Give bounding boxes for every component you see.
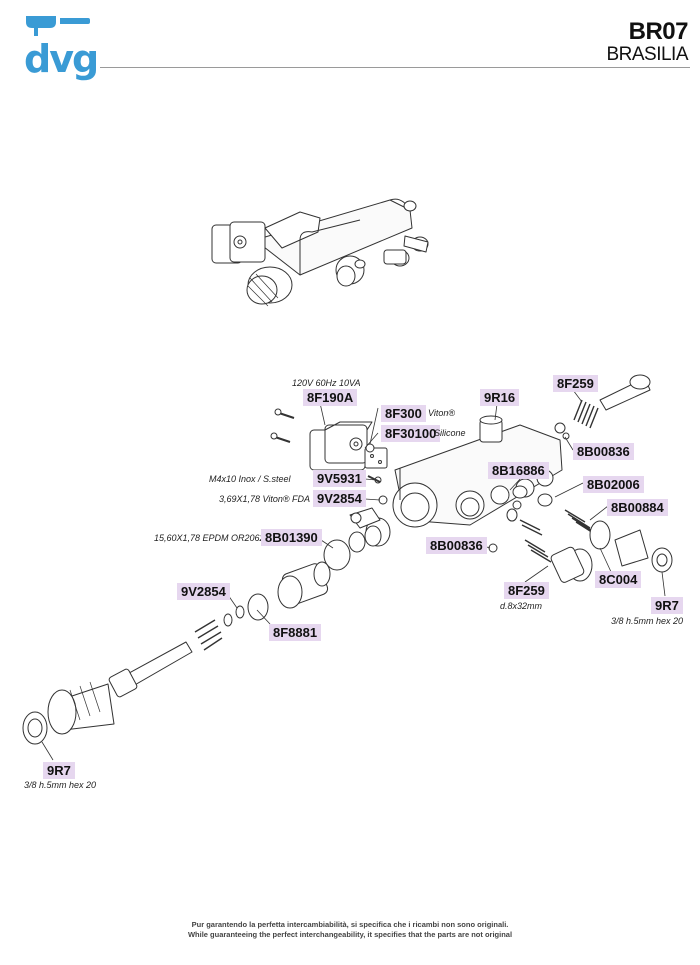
inlet-fittings bbox=[194, 507, 391, 651]
part-label-9V5931: 9V5931 bbox=[313, 470, 366, 487]
part-note-8B01390: 15,60X1,78 EPDM OR2062 bbox=[154, 533, 265, 543]
part-label-8B00836-right: 8B00836 bbox=[573, 443, 634, 460]
part-label-8B02006: 8B02006 bbox=[583, 476, 644, 493]
part-label-8B01390: 8B01390 bbox=[261, 529, 322, 546]
disclaimer-english: While guaranteeing the perfect interchan… bbox=[187, 930, 513, 939]
disclaimer-italian: Pur garantendo la perfetta intercambiabi… bbox=[191, 920, 509, 929]
model-code: BR07 bbox=[628, 18, 689, 45]
part-label-8F259-lower: 8F259 bbox=[504, 582, 549, 599]
part-note-9R7-right: 3/8 h.5mm hex 20 bbox=[611, 616, 684, 626]
part-label-9R7-right: 9R7 bbox=[651, 597, 683, 614]
main-valve-body bbox=[392, 424, 563, 528]
model-name: BRASILIA bbox=[606, 44, 688, 65]
part-label-9V2854-lower: 9V2854 bbox=[177, 583, 230, 600]
footer-disclaimer: Pur garantendo la perfetta intercambiabi… bbox=[0, 920, 700, 940]
header-divider bbox=[100, 67, 690, 68]
part-label-8B16886: 8B16886 bbox=[488, 462, 549, 479]
part-note-8F259-lower: d.8x32mm bbox=[500, 601, 543, 611]
part-note-8F30100: Silicone bbox=[434, 428, 466, 438]
part-label-8F259-top: 8F259 bbox=[553, 375, 598, 392]
part-label-8B00836-center: 8B00836 bbox=[426, 537, 487, 554]
long-tube-fitting bbox=[22, 641, 193, 745]
part-label-8C004: 8C004 bbox=[595, 571, 642, 588]
part-label-8F190A: 8F190A bbox=[303, 389, 358, 406]
part-note-9V2854: 3,69X1,78 Viton® FDA bbox=[219, 494, 311, 504]
assembled-valve-group bbox=[211, 198, 429, 307]
part-label-8F30100: 8F30100 bbox=[381, 425, 441, 442]
part-label-9V2854: 9V2854 bbox=[313, 490, 366, 507]
leader-lines bbox=[41, 389, 666, 761]
part-note-8F190A: 120V 60Hz 10VA bbox=[292, 378, 361, 388]
logo-wordmark: dvg bbox=[24, 37, 97, 81]
part-label-8F300: 8F300 bbox=[381, 405, 426, 422]
right-side-parts bbox=[479, 374, 673, 583]
part-label-9R16: 9R16 bbox=[480, 389, 520, 406]
dvg-logo: dvg bbox=[24, 16, 99, 81]
coil-screws bbox=[270, 408, 295, 443]
solenoid-coil bbox=[309, 421, 388, 471]
part-note-9R7-left: 3/8 h.5mm hex 20 bbox=[24, 780, 97, 790]
part-label-8F8881: 8F8881 bbox=[269, 624, 322, 641]
part-note-8F300: Viton® bbox=[428, 408, 455, 418]
part-label-9R7-left: 9R7 bbox=[43, 762, 75, 779]
part-label-8B00884: 8B00884 bbox=[607, 499, 668, 516]
part-note-9V5931: M4x10 Inox / S.steel bbox=[209, 474, 291, 484]
